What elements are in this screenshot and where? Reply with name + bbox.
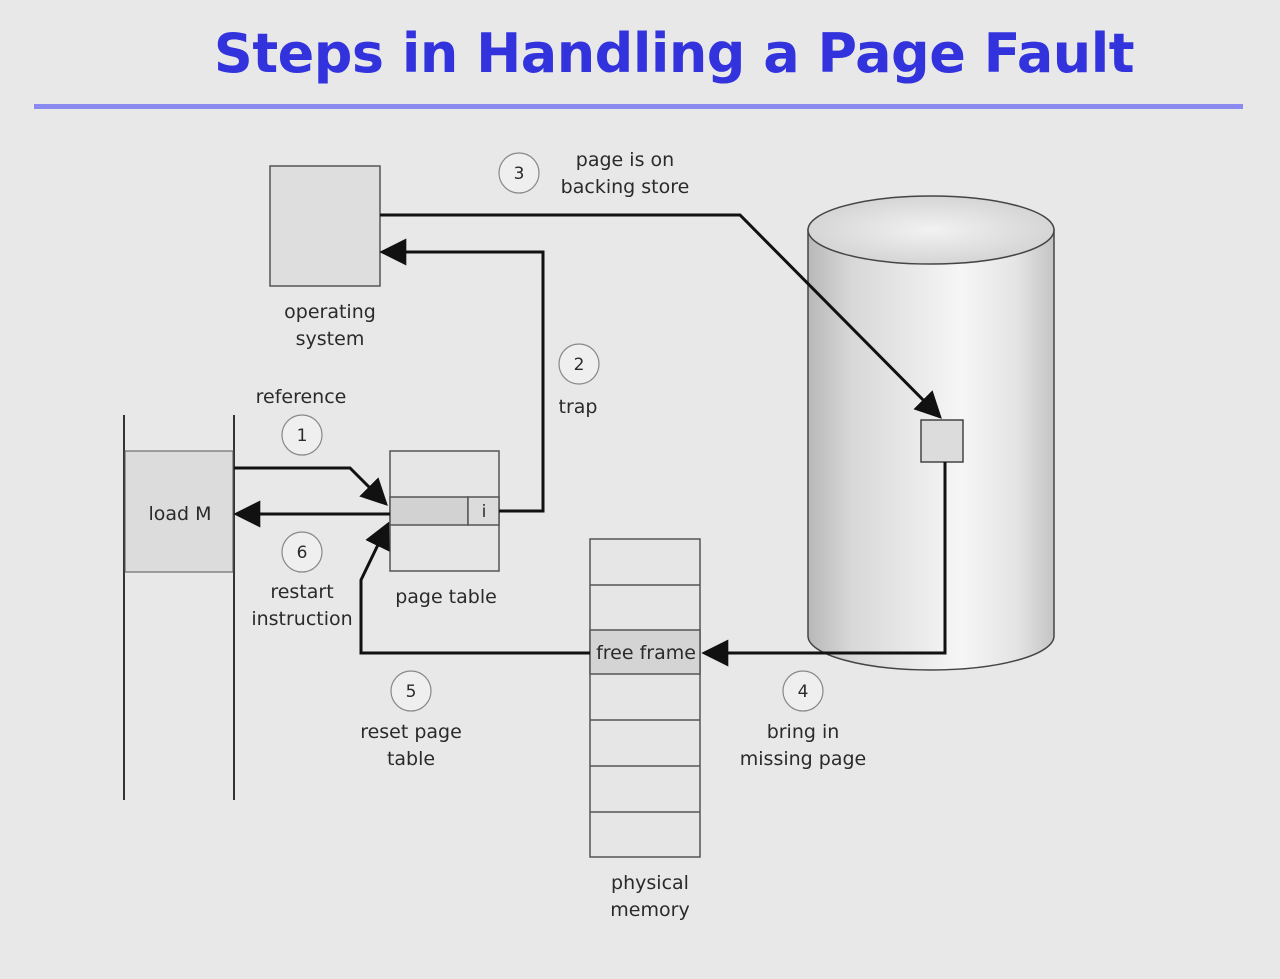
trap-arrow [379,238,545,513]
step-6: 6 restart instruction [251,531,353,630]
free-frame-label: free frame [596,642,696,664]
step-3-label-line1: page is on [576,149,674,171]
step-4-label-line1: bring in [767,721,840,743]
step-6-label-line1: restart [270,581,333,603]
backing-store-arrow [380,213,942,419]
missing-page-block [920,419,964,463]
physical-memory-label-line1: physical [611,872,689,894]
step-5: 5 reset page table [360,670,462,770]
load-m-instruction: load M [148,503,211,525]
step-4: 4 bring in missing page [740,670,866,770]
step-3-label-line2: backing store [561,176,690,198]
step-6-number: 6 [297,543,308,563]
step-3-number: 3 [514,164,525,184]
step-1: reference 1 [256,386,347,456]
step-5-number: 5 [406,682,417,702]
step-5-label-line2: table [387,748,435,770]
arrows [233,213,947,667]
step-5-label-line1: reset page [360,721,462,743]
backing-store-cylinder [807,195,1055,671]
page-table: i page table [389,450,500,608]
page-table-label: page table [395,586,497,608]
step-4-number: 4 [798,682,809,702]
os-label-line1: operating [284,301,376,323]
program-column: load M [123,415,235,800]
step-6-label-line2: instruction [251,608,352,630]
step-4-label-line2: missing page [740,748,866,770]
step-2-number: 2 [574,355,585,375]
step-2-label: trap [559,396,598,418]
physical-memory-label-line2: memory [610,899,689,921]
step-3: 3 page is on backing store [498,149,690,198]
reset-page-table-arrow [359,521,590,655]
step-2: 2 trap [558,343,600,418]
step-1-number: 1 [297,426,308,446]
bring-in-arrow [701,462,947,667]
step-1-label: reference [256,386,347,408]
reference-arrow [234,466,388,506]
operating-system: operating system [269,165,381,350]
title-divider [34,104,1243,109]
physical-memory: free frame physical memory [589,538,701,921]
invalid-bit: i [482,502,487,522]
os-label-line2: system [296,328,365,350]
slide-title: Steps in Handling a Page Fault [213,22,1135,85]
